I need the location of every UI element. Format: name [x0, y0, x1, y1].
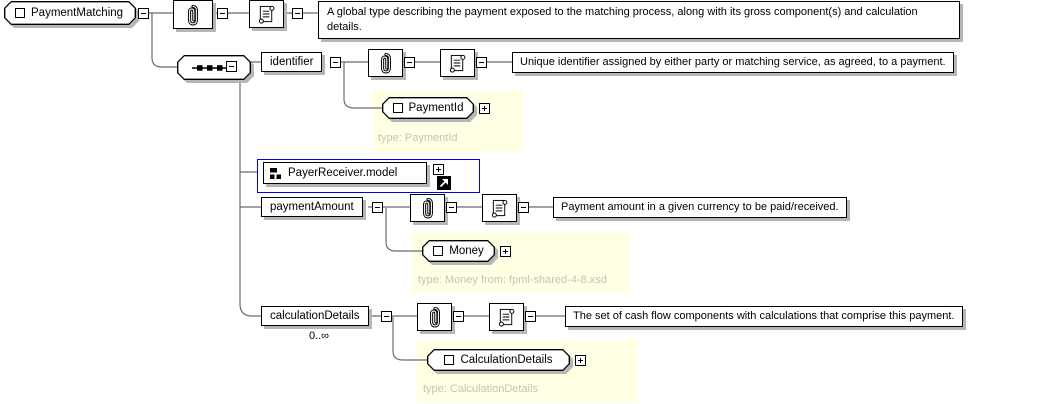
group-label: PayerReceiver.model [288, 167, 398, 179]
paperclip-icon [429, 307, 440, 328]
node-payment-matching[interactable]: PaymentMatching [4, 1, 136, 25]
node-calculationdetails-type[interactable]: CalculationDetails [427, 349, 570, 371]
type-caption-calculationdetails: type: CalculationDetails [423, 383, 538, 395]
scroll-icon [258, 5, 275, 24]
root-label: PaymentMatching [31, 7, 124, 19]
attributes-node-root[interactable] [173, 0, 213, 29]
type-caption-paymentid: type: PaymentId [378, 132, 458, 144]
attributes-node-identifier[interactable] [368, 49, 403, 77]
node-money-type[interactable]: Money [422, 240, 495, 262]
type-label: Money [449, 245, 484, 257]
collapse-button-anno-paymentamount[interactable] [518, 202, 529, 213]
collapse-button-anno-root[interactable] [292, 8, 303, 19]
scroll-icon [449, 54, 466, 73]
annotation-text-root: A global type describing the payment exp… [318, 1, 960, 39]
element-icon [392, 103, 403, 113]
node-paymentamount[interactable]: paymentAmount [261, 197, 363, 217]
paperclip-icon [188, 4, 198, 25]
annotation-text-paymentamount: Payment amount in a given currency to be… [553, 197, 847, 218]
annotation-node-paymentamount[interactable] [482, 194, 517, 222]
collapse-button-attrs-identifier[interactable] [404, 57, 415, 68]
expand-button-payerreceiver[interactable] [433, 164, 444, 175]
element-icon [433, 246, 444, 256]
model-group-icon [270, 168, 281, 179]
node-payerreceiver-group[interactable]: PayerReceiver.model [263, 162, 427, 184]
expand-button-calculationdetails-type[interactable] [575, 355, 586, 366]
collapse-button-identifier[interactable] [330, 57, 341, 68]
expand-button-paymentid[interactable] [479, 103, 490, 114]
annotation-text-calculationdetails: The set of cash flow components with cal… [565, 306, 963, 327]
attributes-node-paymentamount[interactable] [410, 194, 445, 222]
collapse-button-anno-calculationdetails[interactable] [525, 311, 536, 322]
attributes-node-calculationdetails[interactable] [417, 303, 452, 331]
expand-button-money[interactable] [500, 246, 511, 257]
annotation-text-identifier: Unique identifier assigned by either par… [512, 52, 954, 73]
annotation-node-calculationdetails[interactable] [489, 303, 524, 331]
collapse-button-calculationdetails[interactable] [381, 311, 392, 322]
node-identifier[interactable]: identifier [261, 52, 323, 72]
scroll-icon [491, 199, 508, 218]
collapse-button-paymentamount[interactable] [372, 202, 383, 213]
element-icon [15, 8, 25, 18]
collapse-button-sequence[interactable] [226, 61, 237, 72]
collapse-button-root[interactable] [138, 8, 149, 19]
node-calculationdetails[interactable]: calculationDetails [261, 306, 369, 326]
paperclip-icon [422, 198, 433, 219]
annotation-node-root[interactable] [249, 0, 284, 28]
scroll-icon [498, 308, 515, 327]
type-label: CalculationDetails [460, 354, 553, 366]
sequence-node[interactable] [177, 55, 251, 80]
collapse-button-attrs-paymentamount[interactable] [446, 202, 457, 213]
occurrence-label: 0..∞ [308, 330, 330, 342]
annotation-node-identifier[interactable] [440, 49, 475, 77]
element-icon [444, 355, 455, 365]
node-paymentid-type[interactable]: PaymentId [382, 97, 474, 119]
collapse-button-anno-identifier[interactable] [476, 57, 487, 68]
paperclip-icon [380, 53, 391, 74]
link-arrow-icon [439, 179, 448, 188]
collapse-button-attrs-root[interactable] [217, 8, 228, 19]
type-label: PaymentId [408, 102, 464, 114]
goto-definition-button[interactable] [437, 176, 451, 190]
type-caption-money: type: Money from: fpml-shared-4-8.xsd [418, 274, 607, 286]
collapse-button-attrs-calculationdetails[interactable] [453, 311, 464, 322]
